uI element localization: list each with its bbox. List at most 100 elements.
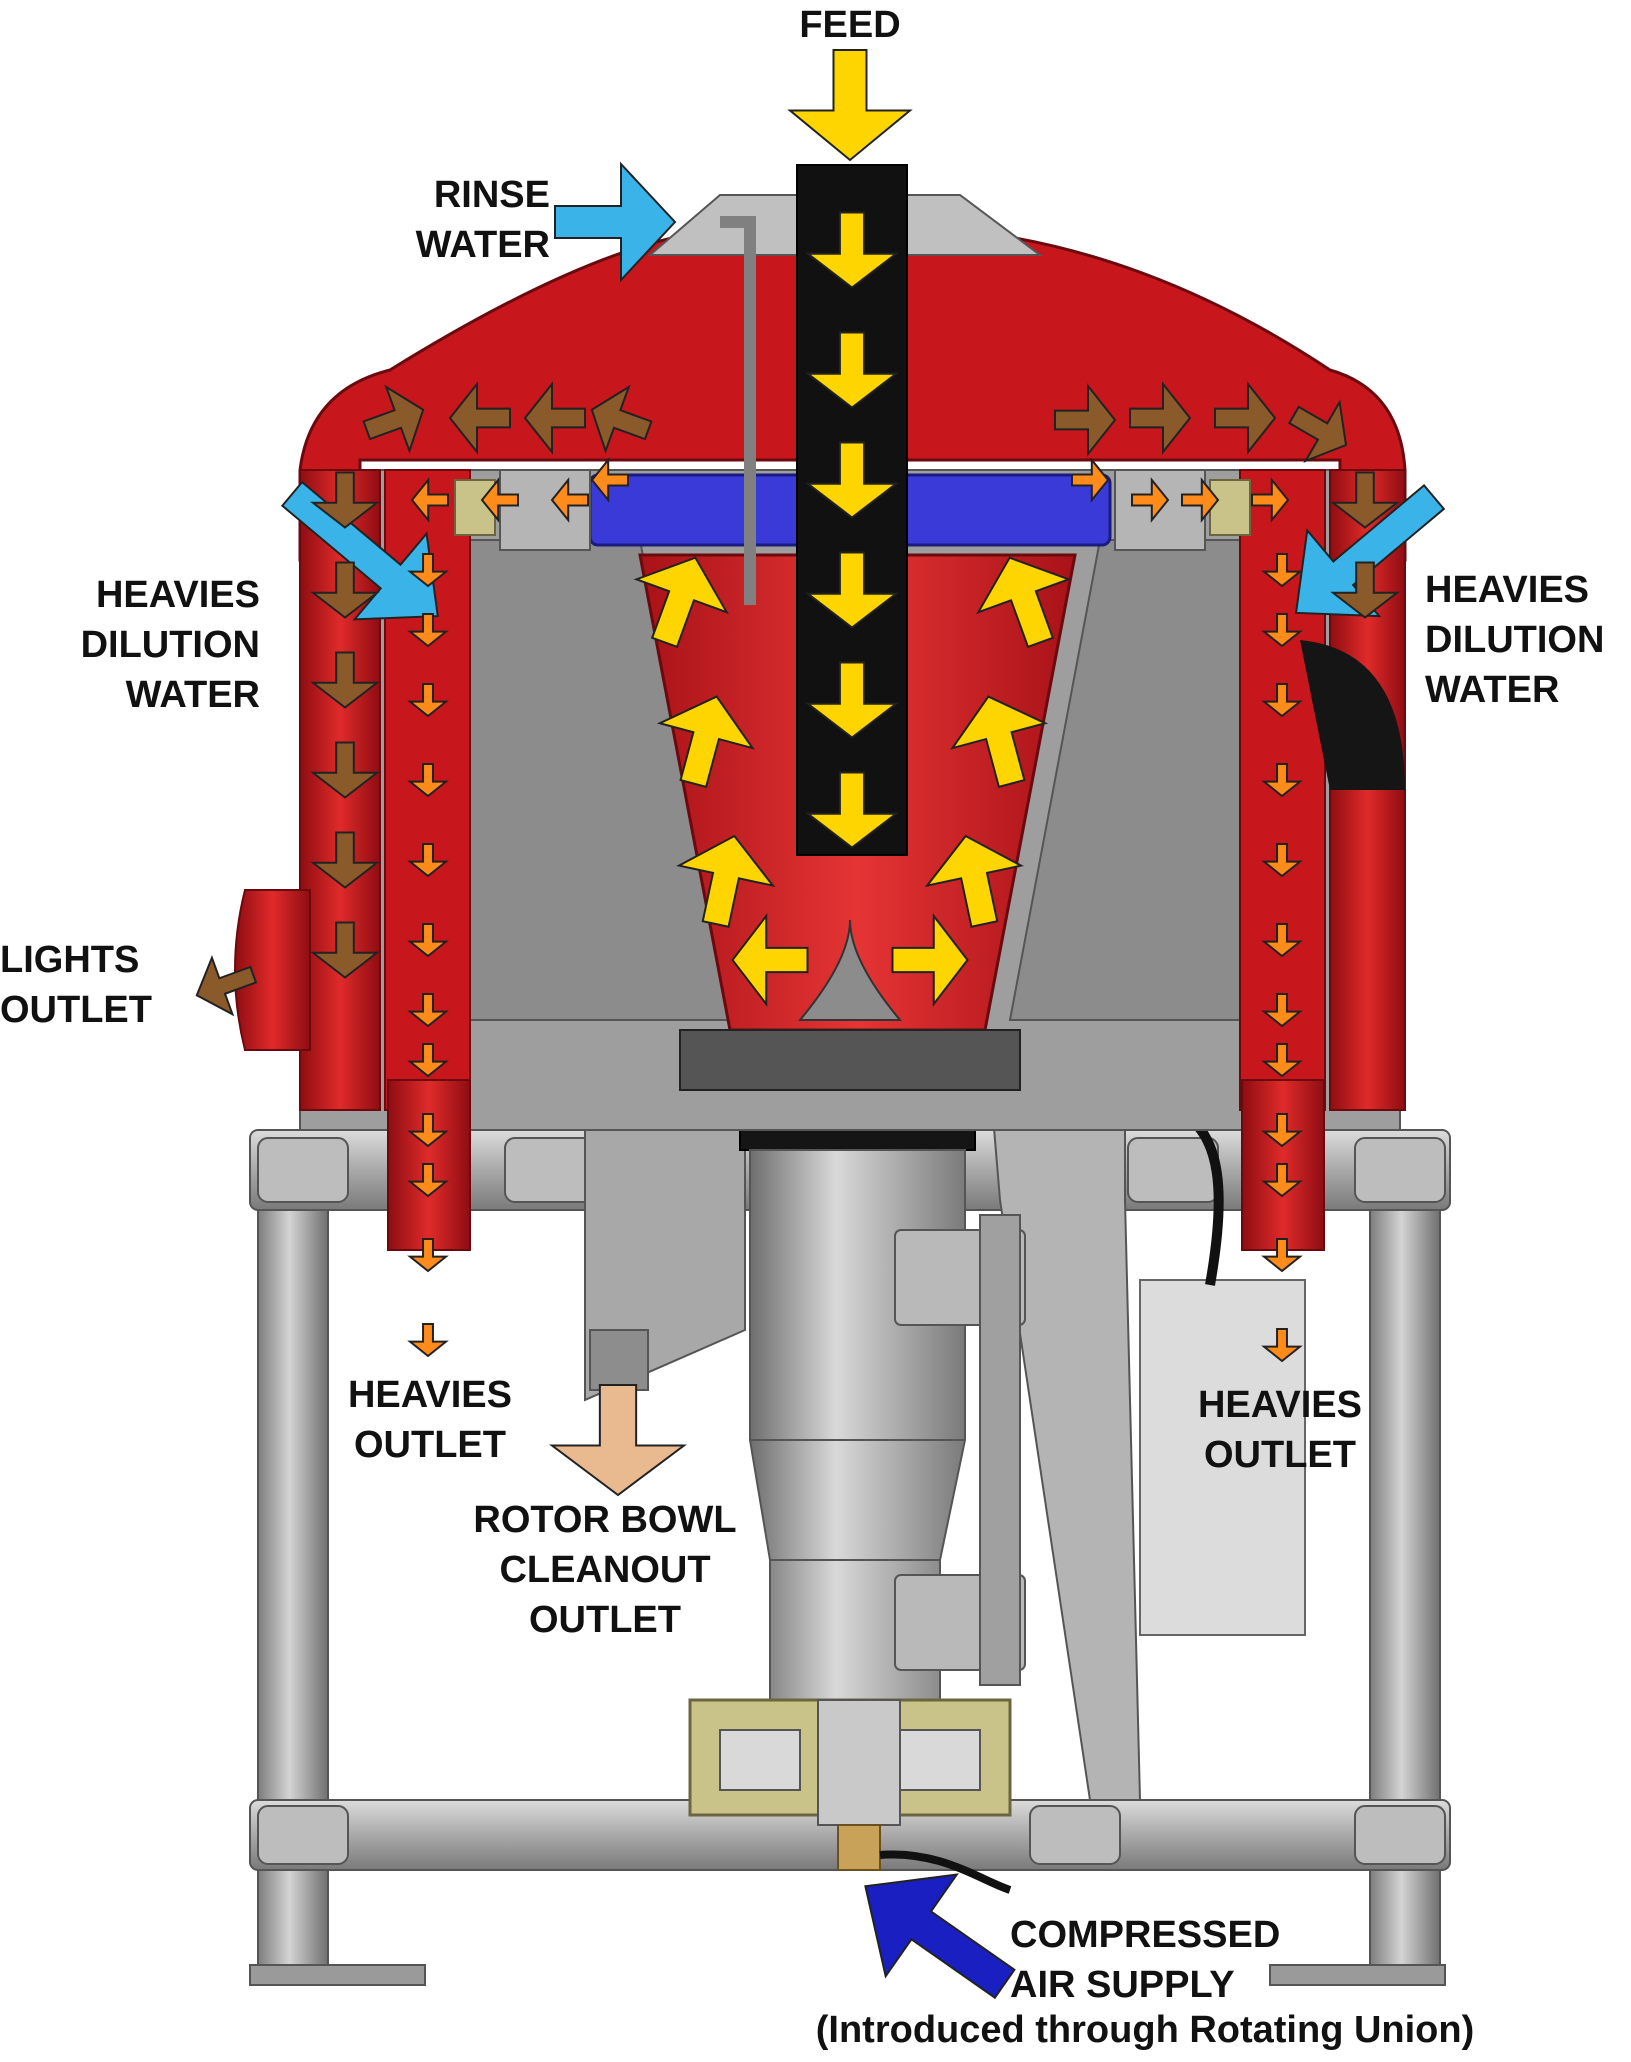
heavies-flow-arrow [407,843,449,878]
heavies-flow-arrow [407,923,449,958]
heavies-flow-arrow [1261,923,1303,958]
feed-arrow [787,49,913,162]
bowl-flow-arrow [950,695,1049,789]
lights-flow-arrow [1129,381,1192,455]
motor-mount-plate [979,1214,1021,1686]
ring-bracket-left [499,469,591,551]
heavies-flow-arrow [1261,1238,1303,1273]
rotor-base [679,1029,1021,1091]
label-heavies-dilution-left: HEAVIES DILUTION WATER [80,574,260,716]
heavies-flow-arrow [480,477,519,523]
lights-flow-arrow [310,651,380,709]
distributor-flow-arrow [891,913,969,1007]
feed-down-arrow [805,661,899,739]
dilution-port-right [1300,640,1405,790]
lights-flow-arrow [590,384,653,454]
bowl-flow-arrow [976,556,1072,649]
bearing-spring [719,1729,801,1791]
distributor-flow-arrow [731,913,809,1007]
label-compressed-air-supply: COMPRESSED AIR SUPPLY [1010,1914,1281,2006]
lower-assembly [584,1019,1306,1894]
frame-lower-block [1354,1805,1446,1865]
label-feed: FEED [799,4,901,46]
frame-upper-block [504,1137,596,1203]
label-rotor-bowl-cleanout: ROTOR BOWL CLEANOUT OUTLET [473,1499,737,1641]
feed-down-arrow [805,331,899,409]
heavies-flow-arrow [1261,1113,1303,1148]
heavies-flow-arrow [1261,1043,1303,1078]
frame-upper-block [1354,1137,1446,1203]
lights-flow-arrow [310,561,380,619]
rotating-union [817,1699,901,1826]
lights-flow-arrow [448,381,511,455]
air-supply-hose [879,1850,1012,1894]
feed-down-arrow [805,211,899,289]
heavies-flow-arrow [407,553,449,588]
label-heavies-outlet-right: HEAVIES OUTLET [1197,1384,1362,1476]
heavies-flow-arrow [407,1323,449,1358]
heavies-flow-arrow [407,1163,449,1198]
label-rinse-water: RINSE WATER [415,174,550,266]
frame-foot [249,1964,426,1986]
union-fitting [837,1824,881,1871]
label-heavies-dilution-right: HEAVIES DILUTION WATER [1425,569,1605,711]
heavies-flow-arrow [1261,843,1303,878]
feed-distributor [797,919,903,1021]
flow-arrows [195,49,1446,2000]
bowl-flow-arrow [924,834,1024,928]
lights-flow-arrow [310,471,380,529]
heavies-flow-arrow [1261,553,1303,588]
lights-flow-arrow [1287,399,1348,463]
bowl-flow-arrow [633,556,729,649]
feed-down-arrow [805,441,899,519]
heavies-flow-arrow [1071,457,1110,503]
heavies-flow-arrow [407,613,449,648]
dilution-arrow-left [280,480,439,621]
heavies-flow-arrow [407,1113,449,1148]
frame-lower-block [1029,1805,1121,1865]
feed-down-arrow [805,771,899,849]
frame-foot [1269,1964,1446,1986]
label-rotating-union: (Introduced through Rotating Union) [815,2009,1475,2051]
heavies-flow-arrow [407,763,449,798]
lights-flow-arrow [1054,383,1117,457]
lights-flow-arrow [310,921,380,979]
heavies-flow-arrow [1261,1163,1303,1198]
heavies-flow-arrow [1181,477,1220,523]
frame-upper-block [257,1137,349,1203]
heavies-flow-arrow [407,993,449,1028]
bowl-flow-arrow [676,834,776,928]
feed-down-arrow [805,551,899,629]
heavies-flow-arrow [407,1043,449,1078]
heavies-flow-arrow [1131,477,1170,523]
bearing-spring [899,1729,981,1791]
cleanout-arrow [549,1384,687,1497]
rinse-water-arrow [554,161,677,283]
frame-upper-block [1127,1137,1219,1203]
heavies-flow-arrow [1261,613,1303,648]
heavies-flow-arrow [407,1238,449,1273]
lights-flow-arrow [1214,381,1277,455]
rinse-water-pipe [720,216,756,605]
heavies-flow-arrow [407,683,449,718]
label-lights-outlet: LIGHTS OUTLET [0,939,152,1031]
lights-flow-arrow [310,831,380,889]
heavies-flow-arrow [1261,683,1303,718]
heavies-flow-arrow [1251,477,1290,523]
heavies-flow-arrow [550,477,589,523]
heavies-flow-arrow [1261,993,1303,1028]
bowl-flow-arrow [656,695,755,789]
label-heavies-outlet-left: HEAVIES OUTLET [347,1374,512,1466]
lights-flow-arrow [310,741,380,799]
frame-lower-block [257,1805,349,1865]
lights-flow-arrow [362,384,425,454]
heavies-flow-arrow [1261,763,1303,798]
heavies-flow-arrow [410,477,449,523]
cleanout-spout [589,1329,649,1391]
lights-flow-arrow [523,381,586,455]
heavies-flow-arrow [590,457,629,503]
compressed-air-arrow [864,1873,1016,2000]
ring-block-right [1209,479,1251,536]
lights-flow-arrow [1330,471,1400,529]
